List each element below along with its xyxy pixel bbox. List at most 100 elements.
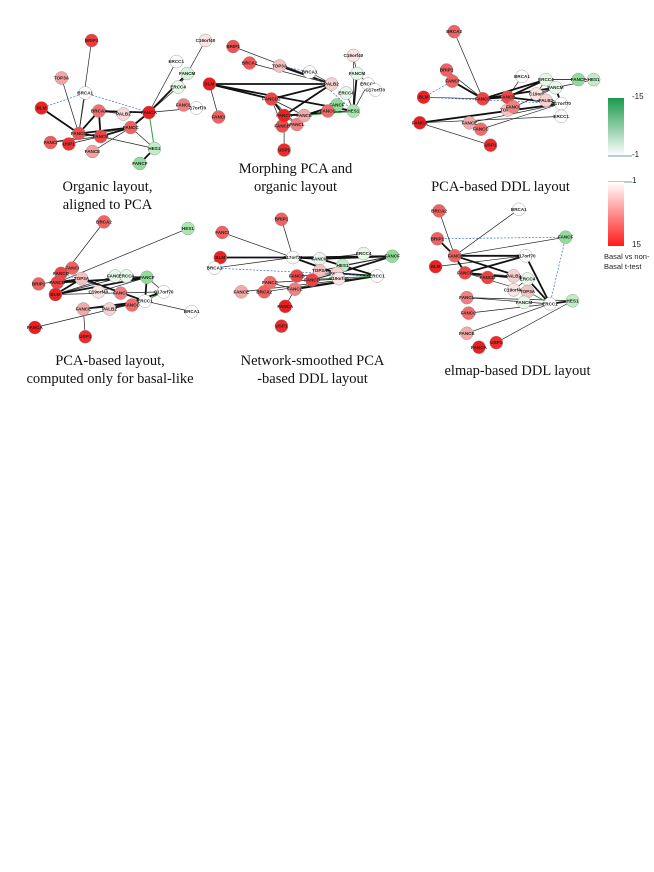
network-node: PALB2 <box>102 302 117 316</box>
node-label: FANCD <box>53 271 70 276</box>
node-label: BRIP1 <box>440 68 454 73</box>
network-node: FANCD2 <box>262 92 281 106</box>
node-circle <box>181 221 195 236</box>
node-circle <box>519 249 533 263</box>
node-label: TOP3A <box>520 289 536 294</box>
network-node: FANCD <box>304 273 321 287</box>
network-node: FANCI <box>215 225 229 240</box>
node-label: ERCC4 <box>170 85 186 90</box>
node-label: FANCI <box>445 79 459 84</box>
node-label: BRCA2 <box>431 208 447 213</box>
node-circle <box>213 250 227 265</box>
network-edge <box>41 92 86 109</box>
node-label: C17orf70 <box>551 101 571 106</box>
network-node: FANCD <box>475 92 491 106</box>
node-label: C19orf40 <box>196 38 216 43</box>
node-label: C19orf40 <box>504 287 524 292</box>
node-circle <box>472 340 486 354</box>
network-edge <box>464 254 526 274</box>
node-circle <box>207 261 222 275</box>
legend-upper-mid-label: -1 <box>632 150 640 159</box>
network-edge <box>61 77 80 134</box>
node-label: FANCF <box>558 235 574 240</box>
node-label: FANCE <box>85 149 101 154</box>
network-edge <box>249 62 332 85</box>
node-label: FANCM <box>516 300 533 305</box>
node-circle <box>586 72 601 87</box>
node-label: FANCB <box>93 134 110 139</box>
node-label: BRCA1 <box>184 309 200 314</box>
network-node: FANCM <box>179 66 196 81</box>
node-label: FANCE <box>76 307 92 312</box>
node-label: FANCE <box>296 113 312 118</box>
node-circle <box>461 306 476 320</box>
network-edge <box>40 107 80 135</box>
panel-caption: elmap-based DDL layout <box>420 362 615 380</box>
network-edge <box>480 103 562 130</box>
node-label: HES1 <box>182 226 194 231</box>
node-label: BRIP1 <box>275 217 289 222</box>
network-edge <box>144 300 192 312</box>
network-edge <box>454 236 566 257</box>
network-node: FANCA <box>277 299 294 314</box>
network-edge <box>55 291 164 295</box>
node-circle <box>234 285 249 299</box>
network-edge <box>98 276 147 293</box>
node-label: HES1 <box>347 109 359 114</box>
network-node: HES1 <box>346 104 361 118</box>
network-edge <box>264 275 378 293</box>
node-label: FANCC <box>123 125 140 130</box>
panel-caption: PCA-based DDL layout <box>393 178 608 196</box>
node-circle <box>428 259 443 274</box>
node-label: C17orf70 <box>516 253 536 258</box>
node-circle <box>346 48 361 63</box>
network-node: FANCM <box>516 295 533 310</box>
network-node: FANCI <box>445 74 459 88</box>
network-node: USP1 <box>78 330 92 344</box>
node-label: BRIP1 <box>32 281 46 286</box>
node-circle <box>506 100 521 114</box>
node-label: BRCA2 <box>242 61 258 66</box>
node-label: HES1 <box>337 263 349 268</box>
node-label: BLM <box>431 264 441 269</box>
network-node: PALB2 <box>506 269 521 283</box>
network-node: BRCA2 <box>242 56 258 70</box>
node-circle <box>74 271 89 286</box>
network-edge <box>549 237 566 304</box>
node-label: FANCF <box>329 103 345 108</box>
network-node: USP1 <box>277 143 291 157</box>
network-edge <box>496 300 573 343</box>
node-label: FANCC <box>262 280 279 285</box>
network-node: FANCI <box>448 249 462 263</box>
network-node: BRIP1 <box>440 63 454 77</box>
node-circle <box>543 297 557 311</box>
node-circle <box>430 232 445 246</box>
node-circle <box>184 304 199 319</box>
node-circle <box>114 286 128 300</box>
node-label: ERCC4 <box>538 77 554 82</box>
node-label: BLM <box>36 106 46 111</box>
node-circle <box>476 92 490 106</box>
network-edge <box>437 236 566 240</box>
network-node: USP1 <box>274 319 289 333</box>
node-circle <box>97 215 111 229</box>
network-node: FANCL <box>113 286 129 300</box>
node-label: C17orf70 <box>186 106 206 111</box>
network-node: ERCC4 <box>338 86 354 100</box>
network-node: FANCL <box>176 98 191 112</box>
network-node: BLM <box>428 259 443 274</box>
caption-line: organic layout <box>253 179 338 195</box>
node-circle <box>512 202 526 217</box>
network-node: FANCB <box>93 129 110 144</box>
node-circle <box>34 101 49 115</box>
network-node: FANCF <box>385 249 400 263</box>
node-circle <box>169 54 183 69</box>
node-label: FANCA <box>27 325 44 330</box>
legend: -15 -1 1 15 Basal vs non-Basal t-test <box>598 92 654 292</box>
panel-caption: PCA-based layout,computed only for basal… <box>5 352 215 388</box>
node-circle <box>558 230 573 244</box>
node-label: FANCF <box>132 161 148 166</box>
network-node: C17orf70 <box>154 285 174 299</box>
node-label: FANCD <box>304 277 321 282</box>
